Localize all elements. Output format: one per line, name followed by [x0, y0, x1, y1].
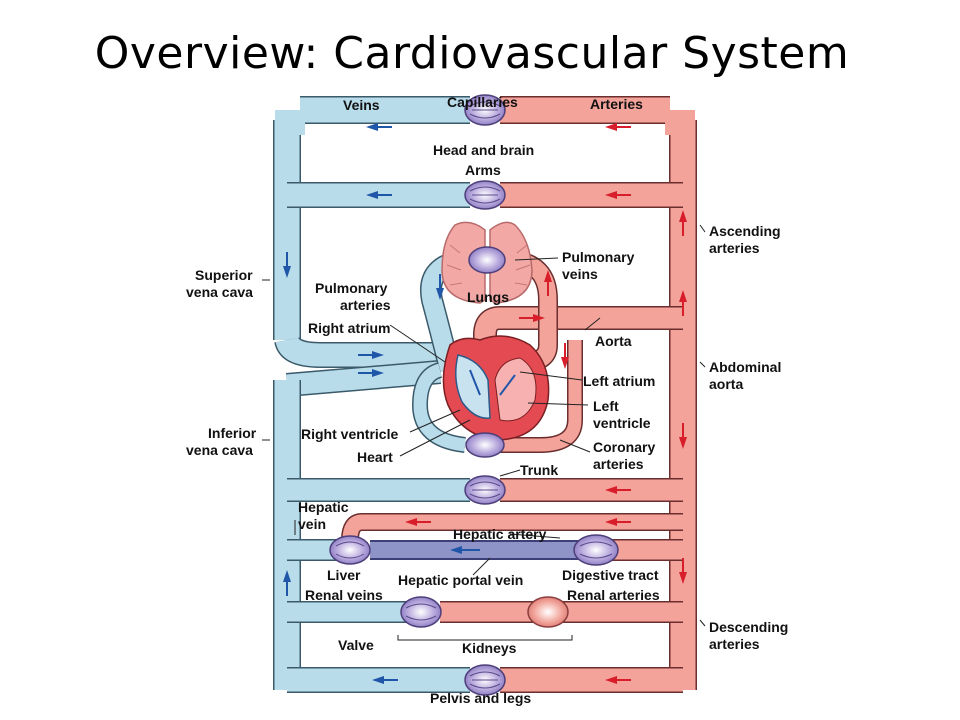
- capillary-beds: [329, 94, 619, 696]
- label-descending-arteries-1: Descending: [709, 619, 788, 635]
- label-arms: Arms: [465, 162, 501, 178]
- heart-illustration: [442, 335, 550, 441]
- label-heart: Heart: [357, 449, 393, 465]
- label-abdominal-aorta-1: Abdominal: [709, 359, 781, 375]
- arterial-system: [341, 96, 697, 693]
- label-capillaries: Capillaries: [447, 94, 518, 110]
- label-veins: Veins: [343, 97, 380, 113]
- label-left-ventricle-1: Left: [593, 398, 619, 414]
- label-renal-arteries: Renal arteries: [567, 587, 660, 603]
- label-liver: Liver: [327, 567, 361, 583]
- label-abdominal-aorta-2: aorta: [709, 376, 743, 392]
- label-valve: Valve: [338, 637, 374, 653]
- artery-arrows: [405, 123, 687, 684]
- label-pulmonary-veins-2: veins: [562, 266, 598, 282]
- label-hepatic-portal-vein: Hepatic portal vein: [398, 572, 523, 588]
- label-inferior-vena-cava-1: Inferior: [208, 425, 257, 441]
- label-kidneys: Kidneys: [462, 640, 517, 656]
- label-digestive-tract: Digestive tract: [562, 567, 659, 583]
- label-right-atrium: Right atrium: [308, 320, 390, 336]
- label-descending-arteries-2: arteries: [709, 636, 760, 652]
- label-pelvis-and-legs: Pelvis and legs: [430, 690, 531, 706]
- label-pulmonary-arteries-2: arteries: [340, 297, 391, 313]
- vein-arrows: [283, 123, 480, 684]
- lungs-illustration: [441, 221, 533, 304]
- label-arteries: Arteries: [590, 96, 643, 112]
- label-left-ventricle-2: ventricle: [593, 415, 651, 431]
- diagram-labels: Veins Capillaries Arteries Head and brai…: [186, 94, 788, 706]
- label-superior-vena-cava-2: vena cava: [186, 284, 253, 300]
- label-superior-vena-cava-1: Superior: [195, 267, 253, 283]
- label-inferior-vena-cava-2: vena cava: [186, 442, 253, 458]
- label-head-and-brain: Head and brain: [433, 142, 534, 158]
- slide-title: Overview: Cardiovascular System: [94, 28, 850, 79]
- label-hepatic-artery: Hepatic artery: [453, 526, 547, 542]
- leader-lines: [262, 224, 706, 641]
- label-lungs: Lungs: [467, 289, 509, 305]
- label-aorta: Aorta: [595, 333, 632, 349]
- label-ascending-arteries-2: arteries: [709, 240, 760, 256]
- label-ascending-arteries-1: Ascending: [709, 223, 781, 239]
- label-coronary-arteries-1: Coronary: [593, 439, 655, 455]
- label-pulmonary-veins-1: Pulmonary: [562, 249, 635, 265]
- label-renal-veins: Renal veins: [305, 587, 383, 603]
- label-pulmonary-arteries-1: Pulmonary: [315, 280, 388, 296]
- label-right-ventricle: Right ventricle: [301, 426, 398, 442]
- label-coronary-arteries-2: arteries: [593, 456, 644, 472]
- label-trunk: Trunk: [520, 462, 558, 478]
- label-left-atrium: Left atrium: [583, 373, 655, 389]
- label-hepatic-vein-1: Hepatic: [298, 499, 349, 515]
- label-hepatic-vein-2: vein: [298, 516, 326, 532]
